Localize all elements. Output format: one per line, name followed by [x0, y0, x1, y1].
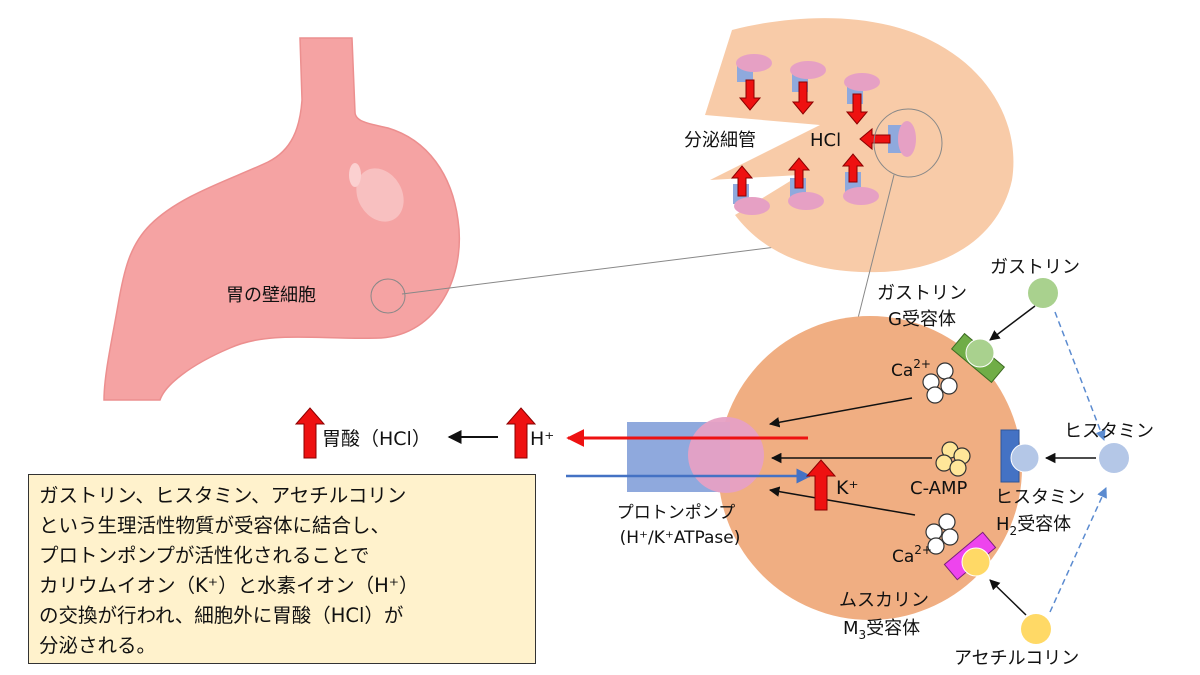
gastrin-receptor-label-line1: ガストリン: [877, 283, 967, 304]
ca-label-bottom: Ca2+: [892, 543, 932, 567]
canaliculus-label: 分泌細管: [684, 130, 756, 151]
hcl-label: HCl: [810, 130, 841, 151]
explanation-box: ガストリン、ヒスタミン、アセチルコリン という生理活性物質が受容体に結合し、 プ…: [28, 474, 536, 664]
ca-charge-bottom: 2+: [914, 543, 932, 557]
histamine-molecule: [1099, 443, 1129, 473]
gastric-acid-arrow-icon: [294, 407, 326, 459]
ca-cluster-top: [922, 362, 958, 404]
h2-subscript: 2: [1010, 524, 1018, 538]
gastric-acid-label: 胃酸（HCl）: [322, 428, 431, 450]
h-ion-arrow-icon: [505, 407, 537, 459]
h2-receptor-label-line1: ヒスタミン: [995, 487, 1085, 508]
gastrin-receptor: [950, 332, 1006, 384]
m3-receptor-label-line2: M3受容体: [843, 618, 920, 642]
explanation-line: カリウムイオン（K⁺）と水素イオン（H⁺）: [39, 574, 419, 597]
ca-signal-arrow-2: [768, 486, 916, 516]
secretory-tissue: [705, 18, 1014, 273]
ca-label-top: Ca2+: [891, 357, 931, 381]
m3-receptor-label-line1: ムスカリン: [839, 590, 929, 611]
m3-receptor: [943, 531, 997, 581]
m3-text: M: [843, 618, 859, 639]
h2-receptor-label-line2: H2受容体: [996, 514, 1071, 538]
proton-pump-label-line2: (H⁺/K⁺ATPase): [620, 528, 741, 548]
parietal-cell-label: 胃の壁細胞: [226, 285, 316, 306]
explanation-line: という生理活性物質が受容体に結合し、: [39, 514, 391, 537]
h2-bound-histamine: [1010, 443, 1040, 473]
camp-label: C-AMP: [910, 478, 968, 499]
histamine-label: ヒスタミン: [1064, 421, 1154, 442]
explanation-line: プロトンポンプが活性化されることで: [39, 544, 370, 567]
ca-cluster-bottom: [925, 513, 959, 555]
stomach: [103, 37, 460, 401]
acetylcholine-binding-arrow: [989, 579, 1027, 616]
gastrin-receptor-label-line2: G受容体: [888, 309, 956, 330]
gastrin-label: ガストリン: [990, 257, 1080, 278]
zoom-marker: [873, 108, 943, 178]
ca-text-top: Ca: [891, 361, 913, 381]
zoom-line-1: [401, 243, 801, 295]
acetylcholine-label: アセチルコリン: [954, 648, 1079, 669]
acetylcholine-to-histamine-arrow: [1049, 487, 1107, 613]
proton-pump-label-line1: プロトンポンプ: [617, 503, 736, 523]
explanation-line: の交換が行われ、細胞外に胃酸（HCl）が: [39, 604, 404, 627]
camp-cluster: [935, 441, 971, 477]
ca-charge-top: 2+: [913, 357, 931, 371]
h-ion-label: H⁺: [530, 428, 554, 450]
m3-subscript: 3: [859, 628, 867, 642]
gastrin-to-histamine-arrow: [1054, 311, 1106, 441]
proton-pump-core: [688, 417, 764, 493]
canaliculus-arrows: [730, 79, 891, 197]
m3-receptor-text: 受容体: [866, 618, 920, 639]
canaliculus-pumps: [733, 54, 916, 215]
h2-receptor-text: 受容体: [1017, 514, 1071, 535]
parietal-cell-marker: [370, 278, 406, 314]
k-ion-label: K⁺: [836, 477, 859, 499]
acetylcholine-molecule: [1021, 614, 1051, 644]
h2-text: H: [996, 514, 1010, 535]
ca-signal-arrow: [768, 397, 913, 428]
explanation-line: 分泌される。: [39, 634, 157, 657]
gastrin-molecule: [1028, 278, 1058, 308]
k-ion-arrow-icon: [805, 459, 837, 511]
gastrin-binding-arrow: [989, 305, 1036, 341]
explanation-line: ガストリン、ヒスタミン、アセチルコリン: [39, 484, 407, 507]
ca-text-bottom: Ca: [892, 547, 914, 567]
